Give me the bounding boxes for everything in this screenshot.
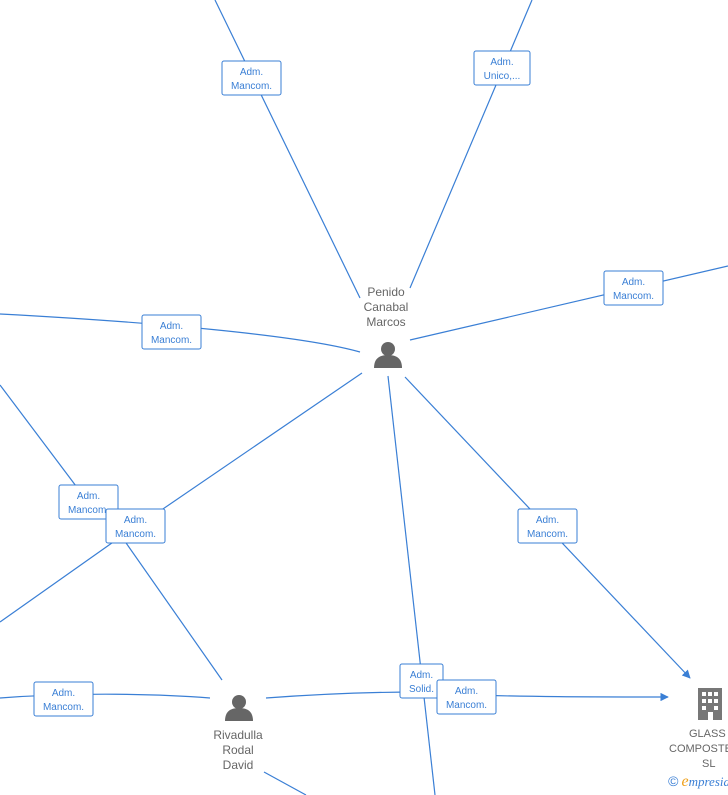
edge-rivadulla-right [265, 691, 421, 699]
edge-label[interactable]: Adm. Mancom. [141, 314, 202, 350]
svg-text:Adm.: Adm. [124, 515, 147, 526]
edge-label[interactable]: Adm. Unico,... [473, 50, 531, 86]
svg-text:Adm.: Adm. [160, 321, 183, 332]
node-name-line: David [223, 758, 254, 772]
node-glass-composte[interactable]: GLASS COMPOSTE SL [669, 688, 728, 770]
edge-label[interactable]: Adm. Mancom. [436, 679, 497, 715]
edge-penido-right [409, 265, 728, 341]
edge-label[interactable]: Adm. Mancom. [105, 508, 166, 544]
edge-label[interactable]: Adm. Mancom. [33, 681, 94, 717]
svg-text:Unico,...: Unico,... [484, 71, 521, 82]
svg-text:Mancom.: Mancom. [115, 529, 156, 540]
node-name-line: Penido [367, 285, 405, 299]
edge-penido-left [0, 313, 361, 353]
copyright-icon: © [668, 773, 679, 789]
svg-text:Adm.: Adm. [536, 515, 559, 526]
node-name-line: Canabal [364, 300, 409, 314]
svg-text:Mancom.: Mancom. [613, 291, 654, 302]
svg-text:Adm.: Adm. [77, 491, 100, 502]
brand-watermark: ©empresia [668, 773, 728, 791]
svg-text:Mancom.: Mancom. [68, 505, 109, 516]
edge-hub-rivadulla [123, 539, 223, 681]
node-name-line: SL [702, 758, 715, 770]
edge-left-upper [0, 384, 89, 503]
svg-text:Adm.: Adm. [622, 277, 645, 288]
brand-logo-e: e [681, 773, 689, 790]
edge-rivadulla-bottom [263, 771, 307, 795]
node-name-line: Rodal [222, 743, 253, 757]
edge-penido-rivadulla-hub [137, 372, 363, 527]
edge-label[interactable]: Adm. Mancom. [603, 270, 664, 306]
svg-text:Mancom.: Mancom. [43, 702, 84, 713]
edge-rivadulla-left [0, 693, 211, 699]
edge-label[interactable]: Adm. Mancom. [58, 484, 119, 520]
svg-text:Adm.: Adm. [490, 57, 513, 68]
node-rivadulla-rodal-david[interactable]: Rivadulla Rodal David [213, 695, 263, 772]
edge-label[interactable]: Adm. Mancom. [517, 508, 578, 544]
node-name-line: GLASS [689, 728, 726, 740]
node-name-line: Rivadulla [213, 728, 263, 742]
svg-text:Mancom.: Mancom. [527, 529, 568, 540]
svg-text:Adm.: Adm. [455, 686, 478, 697]
person-icon [374, 342, 402, 368]
svg-text:Mancom.: Mancom. [231, 81, 272, 92]
brand-logo-text: mpresia [688, 774, 728, 789]
person-icon [225, 695, 253, 721]
svg-text:Mancom.: Mancom. [151, 335, 192, 346]
node-penido-canabal-marcos[interactable]: Penido Canabal Marcos [364, 285, 409, 368]
node-name-line: Marcos [366, 315, 405, 329]
building-icon [698, 688, 722, 720]
svg-text:Solid.: Solid. [409, 684, 434, 695]
svg-text:Mancom.: Mancom. [446, 700, 487, 711]
edge-penido-top-left [214, 0, 361, 299]
svg-text:Adm.: Adm. [52, 688, 75, 699]
edge-penido-top-right [409, 0, 533, 289]
node-name-line: COMPOSTE [669, 743, 728, 755]
svg-text:Adm.: Adm. [410, 670, 433, 681]
edge-label[interactable]: Adm. Mancom. [221, 60, 282, 96]
edge-penido-bottom [387, 375, 436, 795]
svg-text:Adm.: Adm. [240, 67, 263, 78]
